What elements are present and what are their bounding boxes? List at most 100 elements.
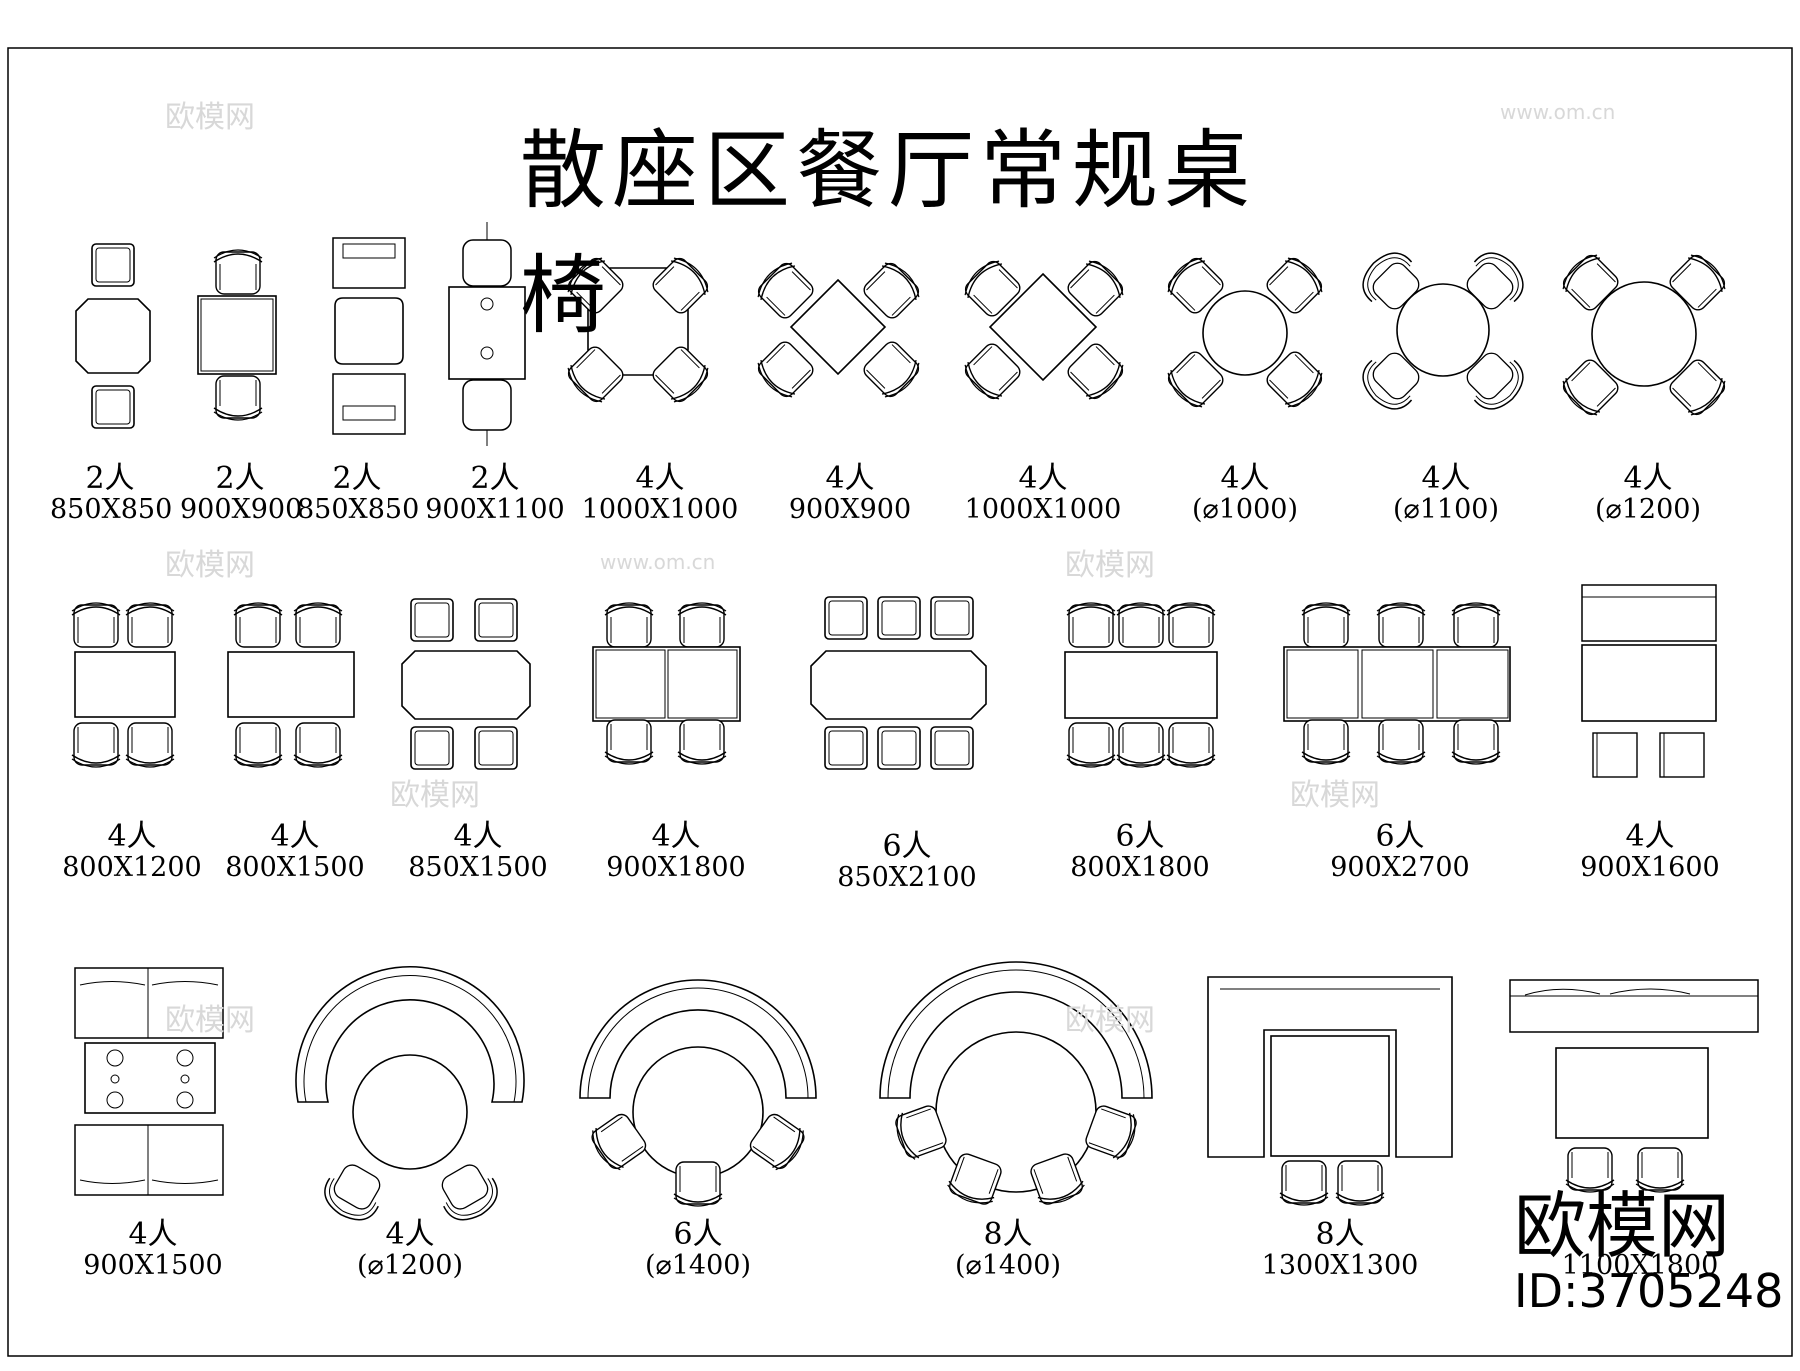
table-2p-900x1100	[448, 222, 526, 446]
watermark-id: ID:3705248	[1514, 1264, 1784, 1318]
watermark-logo: 欧模网	[1514, 1184, 1731, 1268]
table-4p-800x1200	[71, 602, 176, 768]
booth-1100x1800	[1509, 979, 1759, 1193]
booth-8p-1300	[1207, 976, 1453, 1206]
label-people: 2人	[215, 461, 265, 496]
watermark-brand: 欧模网	[390, 778, 480, 813]
label-size: (⌀1100)	[1392, 494, 1500, 525]
label-people: 4人	[1018, 461, 1068, 496]
label-people: 8人	[983, 1217, 1033, 1252]
label-people: 6人	[1375, 819, 1425, 854]
watermark-site: www.om.cn	[600, 550, 716, 574]
round-booth-4p-1200	[295, 965, 525, 1230]
label-size: 900X900	[788, 494, 912, 525]
label-item: 8人(⌀1400)	[933, 1218, 1083, 1281]
label-size: 850X1500	[408, 852, 548, 883]
watermark-brand: 欧模网	[165, 100, 255, 135]
label-size: (⌀1000)	[1191, 494, 1299, 525]
table-2p-850-b	[332, 237, 406, 435]
label-item: 4人(⌀1100)	[1366, 462, 1526, 525]
label-people: 6人	[1115, 819, 1165, 854]
label-people: 4人	[1625, 819, 1675, 854]
label-people: 4人	[385, 1217, 435, 1252]
round-booth-6p-1400	[579, 979, 817, 1207]
label-size: 800X1800	[1070, 852, 1210, 883]
label-people: 6人	[673, 1217, 723, 1252]
label-item: 4人(⌀1200)	[1568, 462, 1728, 525]
label-people: 4人	[1220, 461, 1270, 496]
table-6p-850x2100	[810, 596, 987, 770]
table-4p-900x1600	[1581, 584, 1717, 778]
label-people: 6人	[882, 829, 932, 864]
label-size: 900X900	[180, 494, 303, 525]
round-booth-8p-1400	[879, 961, 1153, 1210]
table-4p-900x1800	[592, 602, 741, 765]
watermark-brand: 欧模网	[1065, 1003, 1155, 1038]
watermark-brand: 欧模网	[165, 548, 255, 583]
label-size: 850X850	[297, 494, 420, 525]
watermark-brand: 欧模网	[165, 1003, 255, 1038]
label-size: 900X2700	[1330, 852, 1470, 883]
label-item: 4人(⌀1200)	[335, 1218, 485, 1281]
table-2p-900	[197, 249, 277, 421]
table-4p-1000-diamond-b	[958, 254, 1130, 406]
label-size: 900X1800	[606, 852, 746, 883]
label-size: 850X850	[50, 494, 173, 525]
label-people: 2人	[470, 461, 520, 496]
table-4p-900-diamond	[751, 256, 926, 404]
label-size: (⌀1200)	[356, 1250, 464, 1281]
label-size: 900X1600	[1580, 852, 1720, 883]
label-size: 850X2100	[837, 862, 977, 893]
table-4p-800x1500	[227, 602, 355, 768]
watermark-brand: 欧模网	[1290, 778, 1380, 813]
table-4p-1000-diamond	[561, 251, 715, 409]
label-size: 900X1500	[83, 1250, 223, 1281]
label-people: 4人	[825, 461, 875, 496]
watermark-brand: 欧模网	[1065, 548, 1155, 583]
table-4p-round-1000	[1161, 251, 1329, 414]
label-people: 2人	[85, 461, 135, 496]
table-4p-round-1200	[1556, 248, 1732, 422]
table-4p-round-1100	[1352, 242, 1534, 420]
watermark-site: www.om.cn	[1500, 100, 1616, 124]
label-size: 800X1500	[225, 852, 365, 883]
table-6p-800x1800	[1064, 602, 1218, 768]
label-people: 4人	[453, 819, 503, 854]
label-size: 900X1100	[425, 494, 565, 525]
label-item: 1100X1800	[1560, 1218, 1720, 1281]
label-size: 1300X1300	[1261, 1250, 1419, 1281]
page-title: 散座区餐厅常规桌椅	[520, 121, 1256, 346]
label-size: 1000X1000	[964, 494, 1122, 525]
label-people: 4人	[1421, 461, 1471, 496]
label-people: 4人	[270, 819, 320, 854]
label-size: (⌀1200)	[1594, 494, 1702, 525]
label-people: 2人	[332, 461, 382, 496]
table-4p-850x1500	[401, 598, 531, 770]
label-people: 4人	[107, 819, 157, 854]
label-size: (⌀1400)	[954, 1250, 1062, 1281]
label-item: 6人(⌀1400)	[623, 1218, 773, 1281]
table-2p-850-a	[75, 243, 151, 429]
table-6p-900x2700	[1283, 602, 1511, 765]
label-size: 1000X1000	[581, 494, 739, 525]
label-people: 4人	[128, 1217, 178, 1252]
label-size: (⌀1400)	[644, 1250, 752, 1281]
